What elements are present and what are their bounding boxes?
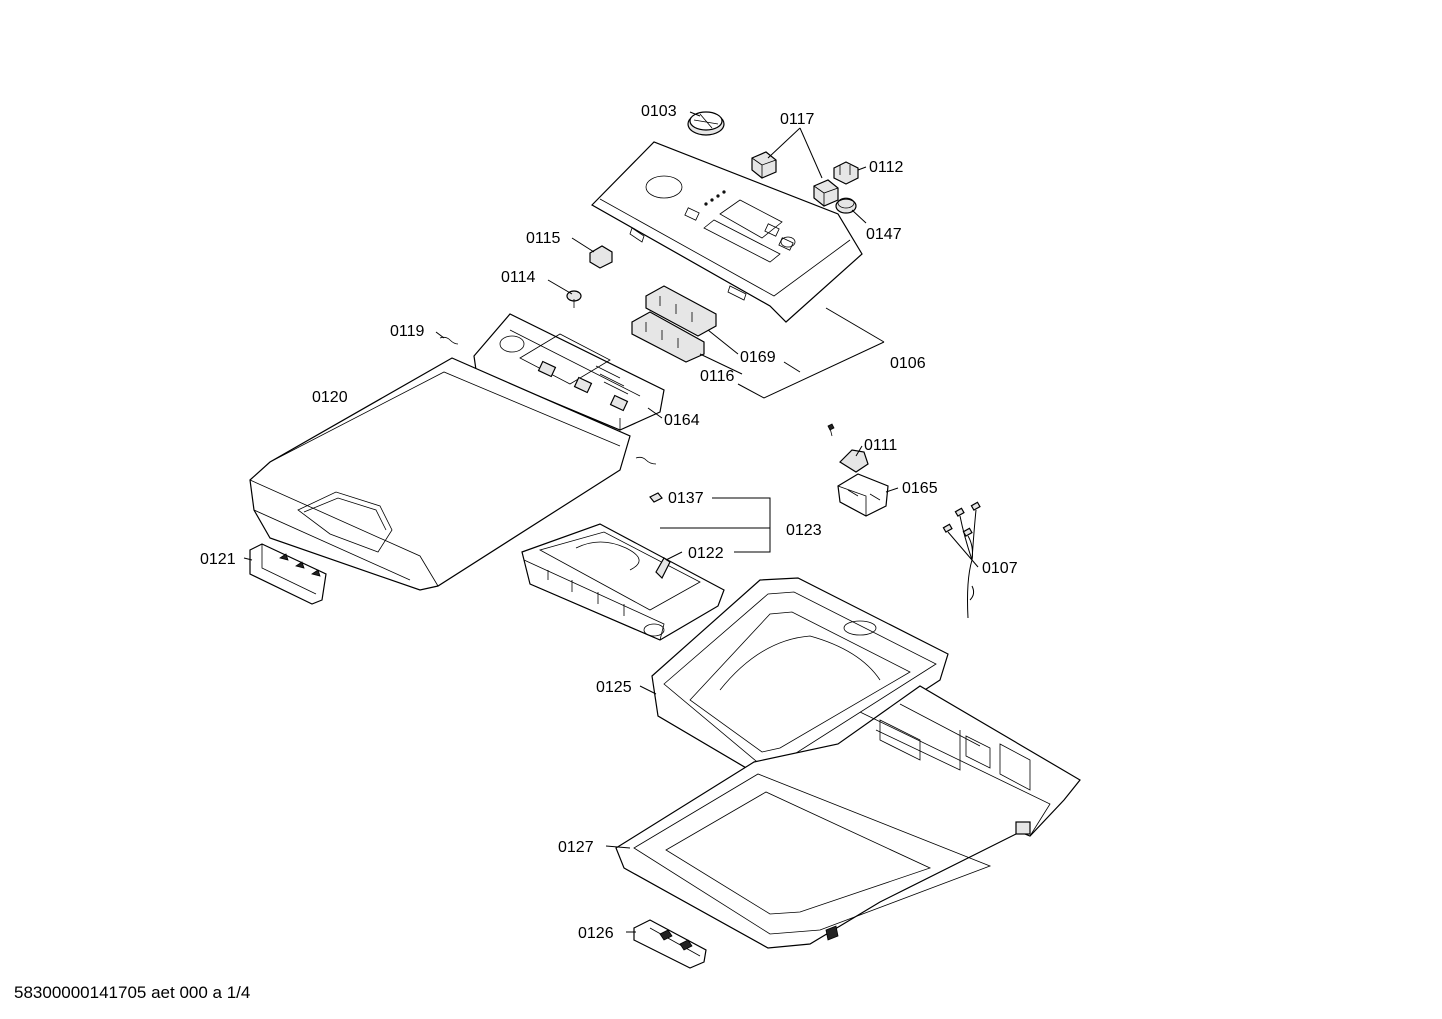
- label-0117: 0117: [780, 111, 815, 128]
- part-labels: 0103 0117 0112 0147 0115 0114 0119 0169 …: [200, 103, 1018, 942]
- label-0107: 0107: [982, 560, 1018, 577]
- label-0164: 0164: [664, 412, 700, 429]
- leader-lines: [243, 111, 979, 933]
- label-0114: 0114: [501, 269, 536, 286]
- label-0165: 0165: [902, 480, 938, 497]
- label-0119: 0119: [390, 323, 425, 340]
- part-0107-wiring: [942, 501, 981, 619]
- label-0123: 0123: [786, 522, 822, 539]
- label-0116: 0116: [700, 368, 735, 385]
- part-0169: [645, 285, 717, 337]
- label-0169: 0169: [740, 349, 776, 366]
- part-0119: [439, 336, 459, 345]
- label-0126: 0126: [578, 925, 614, 942]
- part-0117-relays: [751, 151, 839, 207]
- part-0126: [633, 919, 707, 969]
- part-0112: [833, 161, 859, 185]
- part-0127-top-frame: [615, 685, 1081, 949]
- part-0103-knob: [687, 111, 725, 136]
- label-0122: 0122: [688, 545, 724, 562]
- part-0115: [589, 245, 613, 269]
- part-0137: [649, 492, 663, 503]
- label-0121: 0121: [200, 551, 236, 568]
- part-0120-lid: [249, 357, 657, 591]
- part-0114: [566, 290, 582, 308]
- part-0123-detergent-drawer: [521, 523, 725, 641]
- label-0127: 0127: [558, 839, 594, 856]
- label-0125: 0125: [596, 679, 632, 696]
- part-0165-lock: [827, 423, 889, 517]
- label-0103: 0103: [641, 103, 677, 120]
- label-0137: 0137: [668, 490, 704, 507]
- label-0111: 0111: [864, 437, 897, 454]
- part-0116: [631, 311, 705, 363]
- part-0121-handle: [249, 543, 327, 605]
- part-0147: [835, 197, 857, 214]
- label-0106: 0106: [890, 355, 926, 372]
- label-0115: 0115: [526, 230, 561, 247]
- label-0147: 0147: [866, 226, 902, 243]
- part-0106-control-panel: [591, 141, 863, 323]
- label-0120: 0120: [312, 389, 348, 406]
- part-0125-seal-ring: [651, 577, 949, 783]
- document-footer: 58300000141705 aet 000 a 1/4: [14, 983, 250, 1002]
- label-0112: 0112: [869, 159, 904, 176]
